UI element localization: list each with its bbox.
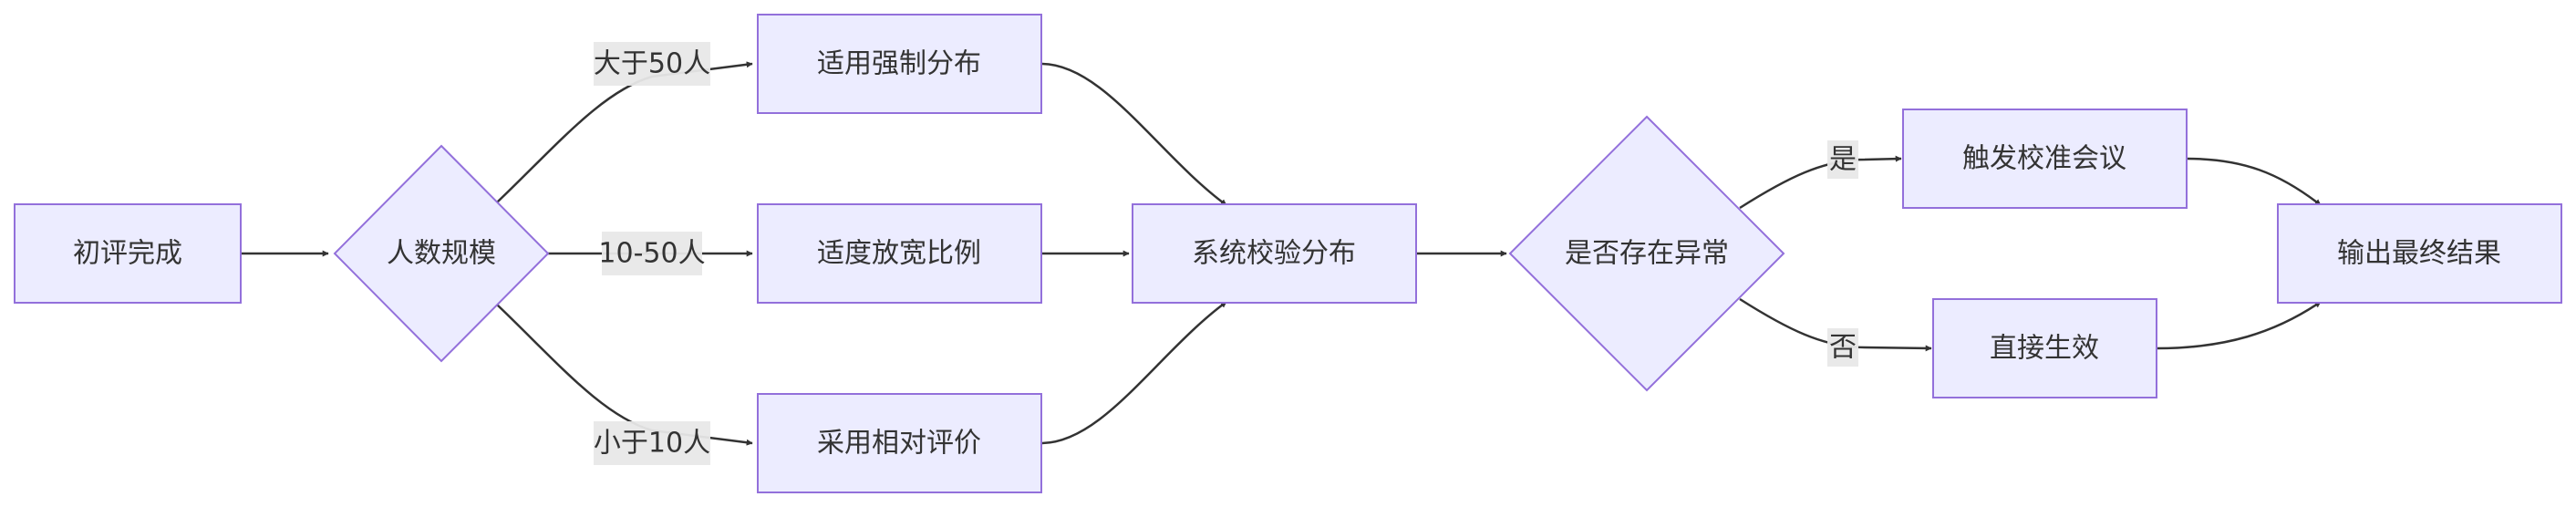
- edge-label-no-text: 否: [1829, 332, 1857, 364]
- node-output-label: 输出最终结果: [2337, 238, 2501, 270]
- node-validate-label: 系统校验分布: [1192, 238, 1356, 270]
- node-calibrate-label: 触发校准会议: [1962, 143, 2126, 175]
- node-anomaly-decision: 是否存在异常: [1508, 115, 1785, 392]
- node-validate: 系统校验分布: [1132, 203, 1417, 304]
- edge-label-no: 否: [1827, 328, 1858, 367]
- edge-anomaly-to-direct: [1739, 297, 1932, 352]
- node-headcount-decision: 人数规模: [333, 144, 550, 363]
- node-forced-label: 适用强制分布: [817, 48, 981, 80]
- edge-relative-to-validate: [1040, 300, 1227, 445]
- edge-calibrate-to-output: [2186, 157, 2322, 206]
- node-forced: 适用强制分布: [757, 14, 1042, 114]
- node-relative: 采用相对评价: [757, 393, 1042, 493]
- edge-label-gt50-text: 大于50人: [594, 48, 710, 80]
- edge-label-lt10-text: 小于10人: [594, 428, 710, 460]
- edge-label-gt50: 大于50人: [594, 42, 710, 86]
- node-start-label: 初评完成: [73, 238, 182, 270]
- edges: [241, 61, 2322, 446]
- edge-label-yes-text: 是: [1829, 144, 1857, 176]
- node-headcount-label: 人数规模: [387, 238, 496, 270]
- node-relaxed: 适度放宽比例: [757, 203, 1042, 304]
- node-anomaly-label: 是否存在异常: [1565, 238, 1729, 270]
- node-start: 初评完成: [14, 203, 242, 304]
- node-direct-label: 直接生效: [1990, 333, 2099, 365]
- edge-anomaly-to-calibrate: [1739, 155, 1902, 210]
- edge-label-range-text: 10-50人: [598, 238, 705, 270]
- edge-direct-to-output: [2156, 300, 2322, 350]
- node-relaxed-label: 适度放宽比例: [817, 238, 981, 270]
- edge-label-lt10: 小于10人: [594, 421, 710, 465]
- node-calibrate: 触发校准会议: [1902, 109, 2188, 209]
- edge-label-yes: 是: [1827, 140, 1858, 179]
- node-direct: 直接生效: [1932, 298, 2157, 398]
- node-output: 输出最终结果: [2277, 203, 2562, 304]
- node-relative-label: 采用相对评价: [817, 428, 981, 460]
- edge-forced-to-validate: [1040, 62, 1227, 207]
- edge-label-range: 10-50人: [598, 232, 706, 275]
